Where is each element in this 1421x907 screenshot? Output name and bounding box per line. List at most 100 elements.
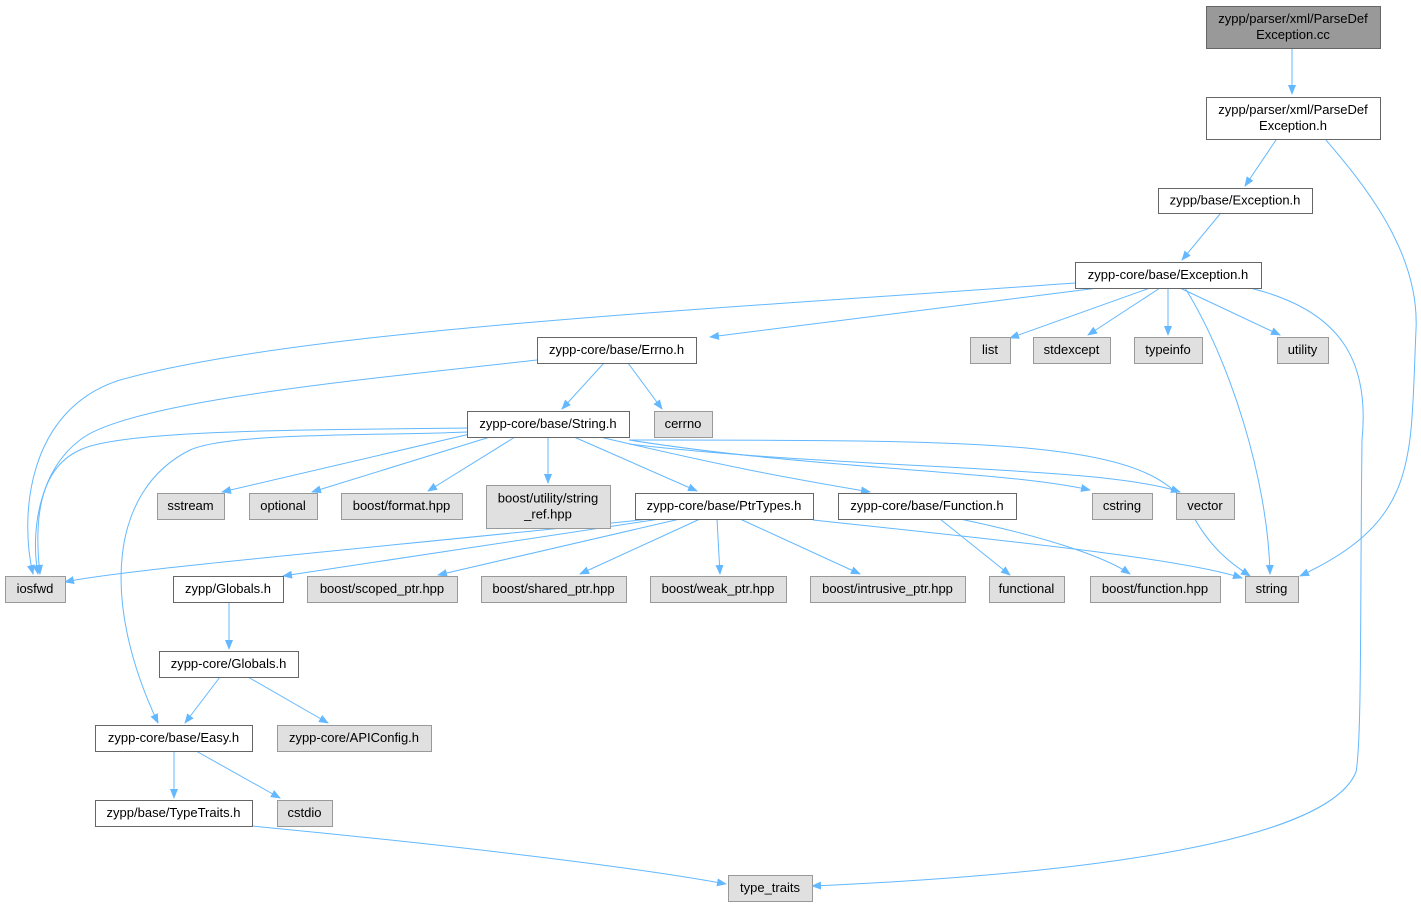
edge-function_h-to-bfunction — [959, 518, 1131, 575]
node-iosfwd: iosfwd — [5, 576, 66, 603]
node-box — [1277, 337, 1329, 364]
edge-ptrtypes-to-bscoped — [437, 518, 681, 577]
node-box — [654, 411, 713, 438]
edge-string_h-to-cstring — [628, 439, 1091, 492]
edge-ptrtypes-to-bweak — [715, 518, 724, 575]
node-label: functional — [999, 581, 1055, 596]
node-label: optional — [260, 498, 306, 513]
edges-layer — [27, 48, 1417, 890]
edge-string_h-to-function_h — [599, 436, 871, 495]
node-label: typeinfo — [1145, 342, 1191, 357]
node-string_h[interactable]: zypp-core/base/String.h — [467, 411, 630, 438]
node-label: cstring — [1103, 498, 1141, 513]
node-label: zypp-core/base/Exception.h — [1088, 267, 1248, 282]
edge-errno-to-string_h — [561, 362, 605, 410]
node-globals_core[interactable]: zypp-core/Globals.h — [159, 651, 299, 678]
node-box — [1206, 6, 1381, 49]
node-label: zypp-core/base/Easy.h — [108, 730, 239, 745]
node-label: type_traits — [740, 880, 800, 895]
node-box — [1075, 262, 1262, 289]
node-label: zypp/base/Exception.h — [1170, 193, 1301, 208]
node-box — [1206, 97, 1381, 140]
edge-string_h-to-ptrtypes — [573, 436, 698, 492]
node-core_exc[interactable]: zypp-core/base/Exception.h — [1075, 262, 1262, 289]
node-bintrusive: boost/intrusive_ptr.hpp — [810, 576, 966, 603]
node-vector: vector — [1176, 493, 1235, 520]
node-box — [1092, 493, 1153, 520]
node-label: zypp-core/APIConfig.h — [289, 730, 419, 745]
node-base_exc[interactable]: zypp/base/Exception.h — [1158, 188, 1313, 214]
edge-string_h-to-bformat — [427, 436, 516, 492]
node-string: string — [1245, 576, 1299, 603]
edge-core_exc-to-type_traits — [811, 287, 1364, 890]
node-label: boost/scoped_ptr.hpp — [320, 581, 444, 596]
edge-pde_h-to-string — [1299, 139, 1417, 577]
node-bstringref: boost/utility/string_ref.hpp — [486, 485, 611, 529]
node-box — [838, 493, 1017, 520]
node-label: zypp/parser/xml/ParseDef — [1218, 102, 1368, 117]
node-box — [810, 576, 966, 603]
node-globals_z[interactable]: zypp/Globals.h — [173, 576, 284, 603]
node-box — [277, 800, 333, 827]
node-label: zypp/parser/xml/ParseDef — [1218, 11, 1368, 26]
node-apiconfig: zypp-core/APIConfig.h — [277, 725, 432, 752]
node-box — [157, 493, 225, 520]
nodes-layer: zypp/parser/xml/ParseDefException.cczypp… — [5, 6, 1381, 902]
node-label: cstdio — [288, 805, 322, 820]
node-label: zypp-core/base/String.h — [479, 416, 616, 431]
node-bformat: boost/format.hpp — [341, 493, 463, 520]
node-label: Exception.h — [1259, 118, 1327, 133]
node-box — [1158, 188, 1313, 214]
node-label: zypp/base/TypeTraits.h — [107, 805, 241, 820]
edge-string_h-to-sstream — [221, 433, 471, 494]
node-label: utility — [1288, 342, 1318, 357]
node-list: list — [970, 337, 1011, 364]
node-easy[interactable]: zypp-core/base/Easy.h — [95, 725, 253, 752]
edge-string_h-to-string — [628, 439, 1251, 577]
edge-string_h-to-vector — [628, 443, 1181, 493]
node-label: boost/function.hpp — [1102, 581, 1208, 596]
node-label: boost/utility/string — [498, 491, 598, 506]
node-box — [1176, 493, 1235, 520]
edge-base_exc-to-core_exc — [1181, 213, 1221, 261]
node-cerrno: cerrno — [654, 411, 713, 438]
edge-string_h-to-easy — [120, 431, 468, 724]
node-label: zypp/Globals.h — [185, 581, 271, 596]
node-sstream: sstream — [157, 493, 225, 520]
node-bscoped: boost/scoped_ptr.hpp — [307, 576, 458, 603]
node-box — [159, 651, 299, 678]
edge-core_exc-to-string — [1184, 287, 1274, 575]
node-label: cerrno — [665, 416, 702, 431]
node-label: _ref.hpp — [523, 507, 572, 522]
edge-string_h-to-iosfwd — [35, 427, 468, 575]
node-ptrtypes[interactable]: zypp-core/base/PtrTypes.h — [635, 493, 814, 520]
node-box — [95, 800, 253, 827]
edge-function_h-to-functional — [939, 518, 1011, 576]
edge-globals_core-to-apiconfig — [247, 676, 329, 724]
node-cstring: cstring — [1092, 493, 1153, 520]
edge-errno-to-iosfwd — [32, 359, 538, 575]
node-label: zypp-core/base/Function.h — [850, 498, 1003, 513]
node-box — [173, 576, 284, 603]
edge-pde_h-to-base_exc — [1244, 139, 1277, 187]
node-label: stdexcept — [1044, 342, 1100, 357]
node-label: boost/shared_ptr.hpp — [492, 581, 614, 596]
edge-errno-to-cerrno — [627, 362, 663, 410]
edge-core_exc-to-stdexcept — [1087, 287, 1161, 336]
node-box — [728, 875, 813, 902]
node-cstdio: cstdio — [277, 800, 333, 827]
edge-ptrtypes-to-bintrusive — [739, 518, 861, 575]
node-typetraits_h[interactable]: zypp/base/TypeTraits.h — [95, 800, 253, 827]
node-stdexcept: stdexcept — [1033, 337, 1111, 364]
node-label: iosfwd — [17, 581, 54, 596]
edge-core_exc-to-utility — [1179, 287, 1281, 336]
node-function_h[interactable]: zypp-core/base/Function.h — [838, 493, 1017, 520]
node-bweak: boost/weak_ptr.hpp — [650, 576, 787, 603]
edge-ptrtypes-to-string — [812, 519, 1243, 580]
node-typeinfo: typeinfo — [1134, 337, 1203, 364]
node-errno[interactable]: zypp-core/base/Errno.h — [537, 337, 697, 364]
node-box — [341, 493, 463, 520]
